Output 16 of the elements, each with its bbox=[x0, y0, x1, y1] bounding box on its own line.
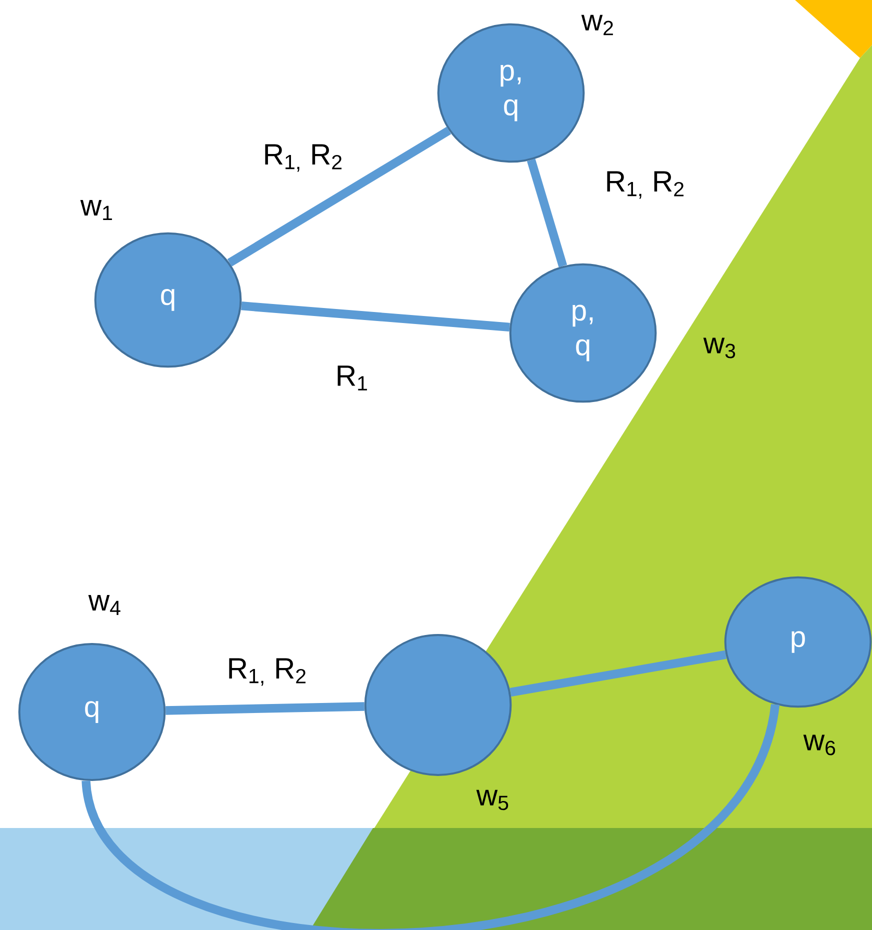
node-caption: w$_{4}$ bbox=[88, 594, 120, 616]
node-caption: w$_{5}$ bbox=[476, 790, 508, 810]
connector-line bbox=[510, 650, 726, 697]
edge-label: R$_{1}$ bbox=[338, 366, 367, 390]
connector-line bbox=[166, 702, 364, 715]
edge-label: R$_{1,}$ R$_{2}$ bbox=[607, 171, 684, 199]
node-caption: w$_{3}$ bbox=[703, 338, 736, 358]
connector-line bbox=[82, 703, 780, 930]
edge-label: R$_{1,}$ R$_{2}$ bbox=[229, 658, 306, 686]
connector-line bbox=[241, 302, 510, 332]
node-caption: w$_{1}$ bbox=[80, 200, 112, 220]
state-circle bbox=[364, 634, 512, 776]
connector-line bbox=[227, 126, 452, 267]
node-caption: w$_{6}$ bbox=[803, 734, 836, 756]
connector-line bbox=[526, 158, 568, 268]
edge-label: R$_{1,}$ R$_{2}$ bbox=[265, 144, 342, 172]
